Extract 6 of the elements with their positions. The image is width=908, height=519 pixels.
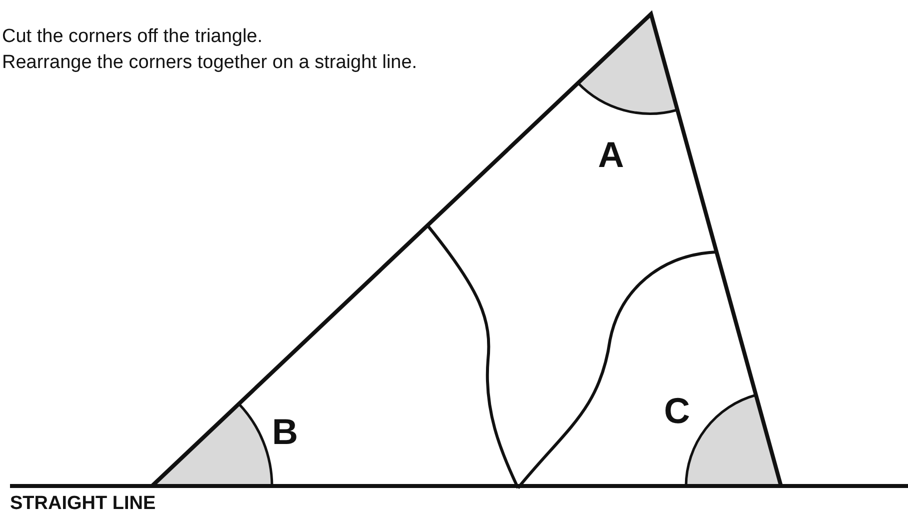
line-label: STRAIGHT LINE bbox=[10, 494, 156, 513]
angle-label: A bbox=[598, 137, 624, 173]
angle-label: B bbox=[272, 414, 298, 450]
instruction-text: Cut the corners off the triangle. bbox=[2, 25, 264, 49]
instruction-text: Rearrange the corners together on a straight line. bbox=[2, 51, 418, 75]
angle-label: C bbox=[664, 393, 690, 429]
